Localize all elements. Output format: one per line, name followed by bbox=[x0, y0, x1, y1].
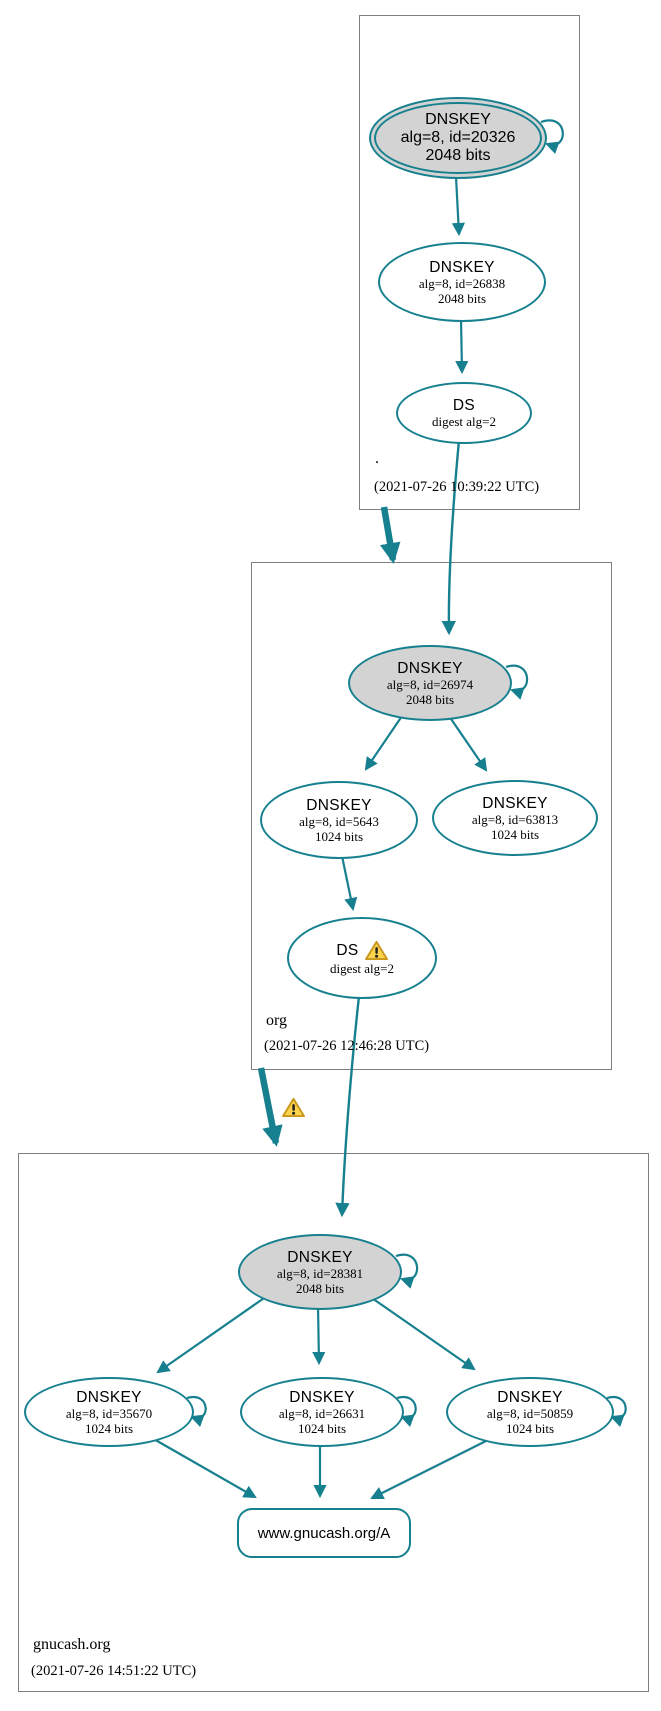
dnskey-alg-id: alg=8, id=28381 bbox=[276, 1265, 364, 1281]
rrset-label: www.gnucash.org/A bbox=[257, 1524, 391, 1542]
dnskey-title: DNSKEY bbox=[482, 794, 548, 812]
node-dnskey-26631[interactable]: DNSKEY alg=8, id=26631 1024 bits bbox=[240, 1377, 404, 1447]
zone-timestamp-org: (2021-07-26 12:46:28 UTC) bbox=[264, 1038, 430, 1054]
dnskey-title: DNSKEY bbox=[425, 111, 491, 128]
dnskey-bits: 1024 bits bbox=[505, 1420, 555, 1436]
zone-box-org bbox=[251, 562, 612, 1070]
dnskey-title: DNSKEY bbox=[497, 1388, 563, 1406]
node-ds-org[interactable]: DS digest alg=2 bbox=[287, 917, 437, 999]
dnskey-alg-id: alg=8, id=26974 bbox=[386, 676, 474, 692]
node-rrset-www-gnucash-org-a[interactable]: www.gnucash.org/A bbox=[237, 1508, 411, 1558]
zone-label-root: . bbox=[375, 450, 379, 467]
dnskey-title: DNSKEY bbox=[287, 1248, 353, 1266]
zone-label-org: org bbox=[266, 1012, 288, 1029]
edge-delegation-root-to-org bbox=[379, 506, 401, 564]
zone-timestamp-gnucash: (2021-07-26 14:51:22 UTC) bbox=[31, 1663, 197, 1679]
node-dnskey-26838[interactable]: DNSKEY alg=8, id=26838 2048 bits bbox=[378, 242, 546, 322]
edge-delegation-org-to-gnucash bbox=[257, 1067, 283, 1147]
dnskey-bits: 2048 bits bbox=[405, 691, 455, 707]
dnskey-bits: 1024 bits bbox=[297, 1420, 347, 1436]
zone-timestamp-root: (2021-07-26 10:39:22 UTC) bbox=[374, 479, 540, 495]
node-dnskey-35670[interactable]: DNSKEY alg=8, id=35670 1024 bits bbox=[24, 1377, 194, 1447]
dnskey-title: DNSKEY bbox=[306, 796, 372, 814]
dnskey-alg-id: alg=8, id=50859 bbox=[486, 1405, 574, 1421]
dnskey-alg-id: alg=8, id=26838 bbox=[418, 275, 506, 291]
dnskey-bits: 2048 bits bbox=[437, 290, 487, 306]
ds-title: DS bbox=[336, 942, 359, 959]
dnskey-bits: 1024 bits bbox=[314, 828, 364, 844]
node-dnskey-63813[interactable]: DNSKEY alg=8, id=63813 1024 bits bbox=[432, 780, 598, 856]
warning-triangle-icon bbox=[282, 1097, 305, 1118]
node-ds-root[interactable]: DS digest alg=2 bbox=[396, 382, 532, 444]
dnskey-alg-id: alg=8, id=63813 bbox=[471, 811, 559, 827]
node-dnskey-28381[interactable]: DNSKEY alg=8, id=28381 2048 bits bbox=[238, 1234, 402, 1310]
zone-box-root bbox=[359, 15, 580, 510]
dnskey-alg-id: alg=8, id=26631 bbox=[278, 1405, 366, 1421]
dnskey-title: DNSKEY bbox=[397, 659, 463, 677]
dnskey-bits: 1024 bits bbox=[490, 826, 540, 842]
dnskey-bits: 2048 bits bbox=[295, 1280, 345, 1296]
zone-label-gnucash: gnucash.org bbox=[33, 1636, 111, 1653]
ds-digest: digest alg=2 bbox=[329, 961, 395, 976]
node-dnskey-50859[interactable]: DNSKEY alg=8, id=50859 1024 bits bbox=[446, 1377, 614, 1447]
node-dnskey-20326-inner: DNSKEY alg=8, id=20326 2048 bits bbox=[374, 102, 542, 174]
warning-triangle-icon bbox=[364, 940, 388, 961]
node-dnskey-20326[interactable]: DNSKEY alg=8, id=20326 2048 bits bbox=[369, 97, 547, 179]
ds-digest: digest alg=2 bbox=[431, 414, 497, 429]
dnskey-title: DNSKEY bbox=[429, 258, 495, 276]
zone-box-gnucash bbox=[18, 1153, 649, 1692]
dnskey-alg-id: alg=8, id=20326 bbox=[400, 129, 516, 146]
ds-title: DS bbox=[452, 397, 476, 414]
dnskey-bits: 2048 bits bbox=[425, 147, 491, 164]
dnskey-title: DNSKEY bbox=[76, 1388, 142, 1406]
node-dnskey-26974[interactable]: DNSKEY alg=8, id=26974 2048 bits bbox=[348, 645, 512, 721]
dnskey-alg-id: alg=8, id=5643 bbox=[299, 813, 379, 829]
dnskey-bits: 1024 bits bbox=[84, 1420, 134, 1436]
node-dnskey-5643[interactable]: DNSKEY alg=8, id=5643 1024 bits bbox=[260, 781, 418, 859]
dnskey-title: DNSKEY bbox=[289, 1388, 355, 1406]
dnskey-alg-id: alg=8, id=35670 bbox=[65, 1405, 153, 1421]
